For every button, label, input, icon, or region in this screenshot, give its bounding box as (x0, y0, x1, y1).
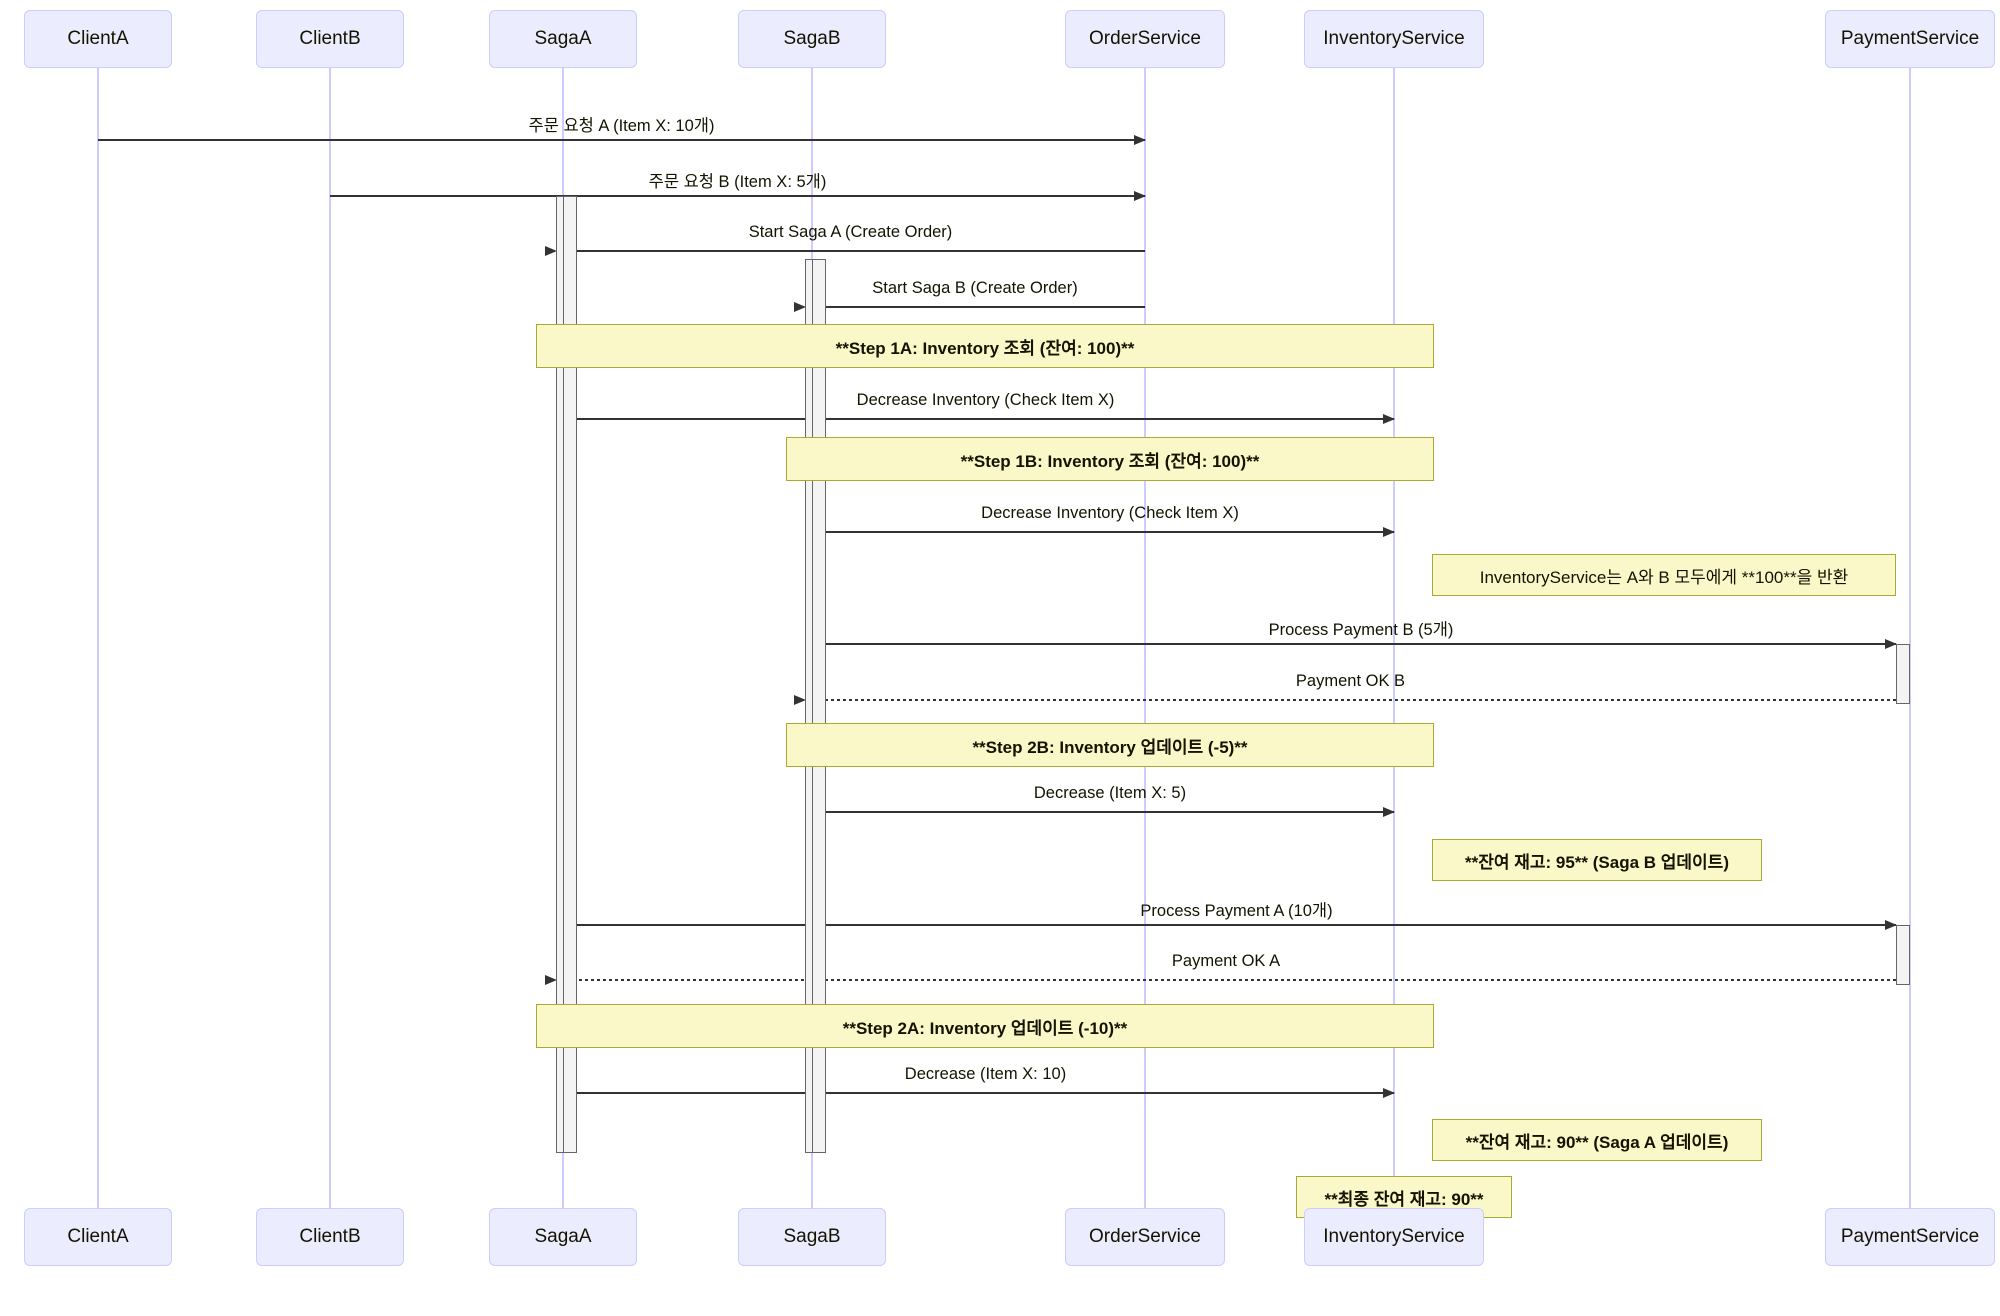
note-text: **잔여 재고: 90** (Saga A 업데이트) (1465, 1132, 1729, 1152)
actor-box-sagab-bottom[interactable]: SagaB (738, 1208, 886, 1266)
message-label-m9: Decrease (Item X: 5) (1033, 784, 1187, 802)
note-n1: **Step 1A: Inventory 조회 (잔여: 100)** (536, 324, 1434, 368)
message-label-m11: Payment OK A (1171, 952, 1281, 970)
message-label-m8: Payment OK B (1295, 672, 1406, 690)
actor-label: InventoryService (1323, 1226, 1465, 1247)
activation-bar-sagaa (563, 196, 577, 1153)
actor-box-paymentservice-bottom[interactable]: PaymentService (1825, 1208, 1995, 1266)
activation-bar-paymentservice (1896, 644, 1910, 704)
note-text: **Step 2A: Inventory 업데이트 (-10)** (842, 1018, 1128, 1038)
actor-label: SagaB (783, 28, 841, 49)
actor-box-orderservice-bottom[interactable]: OrderService (1065, 1208, 1225, 1266)
actor-box-sagab-top[interactable]: SagaB (738, 10, 886, 68)
actor-box-orderservice-top[interactable]: OrderService (1065, 10, 1225, 68)
message-label-m12: Decrease (Item X: 10) (904, 1065, 1067, 1083)
actor-label: SagaA (534, 1226, 592, 1247)
actor-box-clienta-top[interactable]: ClientA (24, 10, 172, 68)
message-arrows-group (98, 135, 1897, 1098)
actor-box-clientb-bottom[interactable]: ClientB (256, 1208, 404, 1266)
actor-box-sagaa-bottom[interactable]: SagaA (489, 1208, 637, 1266)
message-label-m4: Start Saga B (Create Order) (872, 279, 1078, 297)
actor-box-sagaa-top[interactable]: SagaA (489, 10, 637, 68)
message-label-m1: 주문 요청 A (Item X: 10개) (528, 117, 715, 135)
message-label-m5: Decrease Inventory (Check Item X) (856, 391, 1115, 409)
message-label-m6: Decrease Inventory (Check Item X) (981, 504, 1239, 522)
message-label-m2: 주문 요청 B (Item X: 5개) (648, 173, 827, 191)
actor-label: PaymentService (1840, 1226, 1980, 1247)
note-text: **Step 1B: Inventory 조회 (잔여: 100)** (960, 451, 1260, 471)
actor-box-inventoryservice-top[interactable]: InventoryService (1304, 10, 1484, 68)
actor-label: ClientB (299, 28, 361, 49)
actor-box-clientb-top[interactable]: ClientB (256, 10, 404, 68)
activation-bar-sagab (812, 259, 826, 1153)
actor-label: InventoryService (1323, 28, 1465, 49)
note-text: **잔여 재고: 95** (Saga B 업데이트) (1464, 852, 1729, 872)
actor-box-clienta-bottom[interactable]: ClientA (24, 1208, 172, 1266)
actor-label: OrderService (1089, 1226, 1201, 1247)
message-label-m7: Process Payment B (5개) (1268, 621, 1454, 639)
message-label-m3: Start Saga A (Create Order) (748, 223, 953, 241)
note-n6: **Step 2A: Inventory 업데이트 (-10)** (536, 1004, 1434, 1048)
message-label-m10: Process Payment A (10개) (1140, 902, 1333, 920)
note-n2: **Step 1B: Inventory 조회 (잔여: 100)** (786, 437, 1434, 481)
activation-bar-paymentservice (1896, 925, 1910, 985)
note-n4: **Step 2B: Inventory 업데이트 (-5)** (786, 723, 1434, 767)
note-n5: **잔여 재고: 95** (Saga B 업데이트) (1432, 839, 1762, 881)
actor-label: OrderService (1089, 28, 1201, 49)
note-n7: **잔여 재고: 90** (Saga A 업데이트) (1432, 1119, 1762, 1161)
actor-label: ClientA (67, 28, 129, 49)
actor-box-paymentservice-top[interactable]: PaymentService (1825, 10, 1995, 68)
note-text: **Step 1A: Inventory 조회 (잔여: 100)** (835, 338, 1135, 358)
actor-box-inventoryservice-bottom[interactable]: InventoryService (1304, 1208, 1484, 1266)
actor-label: SagaA (534, 28, 592, 49)
actor-label: ClientB (299, 1226, 361, 1247)
actor-label: ClientA (67, 1226, 129, 1247)
actor-label: SagaB (783, 1226, 841, 1247)
note-text: **최종 잔여 재고: 90** (1324, 1189, 1484, 1209)
note-text: InventoryService는 A와 B 모두에게 **100**을 반환 (1479, 567, 1849, 587)
actor-label: PaymentService (1840, 28, 1980, 49)
note-n3: InventoryService는 A와 B 모두에게 **100**을 반환 (1432, 554, 1896, 596)
note-text: **Step 2B: Inventory 업데이트 (-5)** (972, 737, 1248, 757)
